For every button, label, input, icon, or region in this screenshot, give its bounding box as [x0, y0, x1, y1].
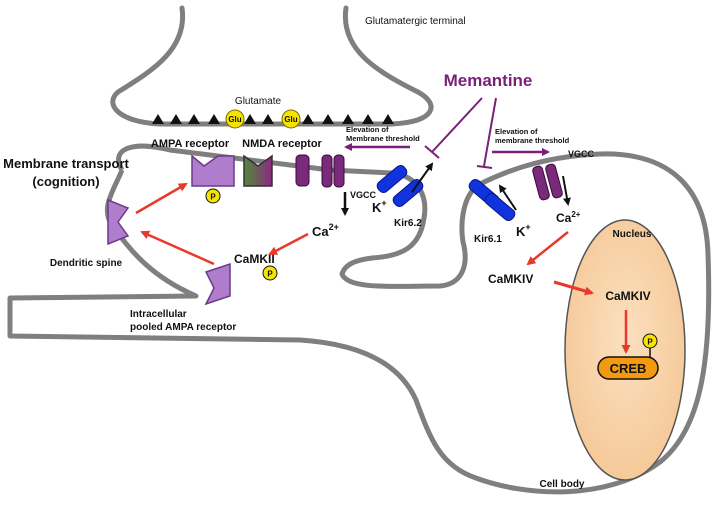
- arrow-ca-to-camkiv: [526, 231, 569, 266]
- vgcc-right-a: [532, 165, 550, 201]
- kir61-b: [484, 193, 516, 221]
- label-creb: CREB: [610, 361, 647, 376]
- memantine-inhibit-left-bar: [424, 145, 440, 159]
- label-elevation-left-1: Elevation of: [346, 125, 389, 134]
- channel-left-1: [295, 154, 310, 187]
- label-cognition: (cognition): [32, 174, 99, 189]
- label-vgcc-left: VGCC: [350, 190, 377, 200]
- label-glutamate: Glutamate: [235, 96, 282, 107]
- postsynaptic-membrane: [7, 143, 712, 495]
- label-dendritic-spine: Dendritic spine: [50, 258, 123, 269]
- label-glutamatergic-terminal: Glutamatergic terminal: [365, 16, 466, 27]
- label-ampa-receptor: AMPA receptor: [151, 138, 230, 150]
- memantine-inhibit-left: [431, 97, 483, 153]
- arrow-pooled-to-transport: [140, 230, 215, 266]
- vgcc-left-b: [333, 154, 345, 188]
- memantine-inhibit-right-bar: [476, 165, 493, 169]
- ampa-receptor-shape: [191, 154, 235, 187]
- glu-label-left: Glu: [228, 115, 241, 124]
- arrow-k-out-left: [411, 162, 434, 193]
- vgcc-right-b: [545, 163, 563, 199]
- label-cell-body: Cell body: [539, 479, 584, 490]
- label-camkiv-nucleus: CaMKIV: [605, 289, 650, 303]
- phospho-label: P: [210, 193, 216, 202]
- phospho-label: P: [267, 270, 273, 279]
- glu-molecule-right: Glu: [281, 109, 301, 129]
- label-ca-left: Ca2+: [312, 222, 339, 239]
- arrow-ca-to-camkii: [268, 232, 309, 256]
- phospho-label: P: [647, 338, 653, 347]
- label-vgcc-right: VGCC: [568, 149, 595, 159]
- label-ca-right: Ca2+: [556, 210, 581, 225]
- camkii-phospho: P: [262, 265, 278, 281]
- creb-phospho: P: [642, 333, 658, 349]
- arrow-to-ampa: [135, 182, 188, 215]
- ampa-transport-left: [107, 198, 130, 246]
- arrow-k-out-right: [498, 184, 517, 211]
- label-membrane-transport: Membrane transport: [3, 156, 129, 171]
- glutamate-triangles: [152, 114, 394, 124]
- ampa-phospho: P: [205, 188, 221, 204]
- label-memantine: Memantine: [444, 71, 533, 90]
- creb-box: [597, 356, 659, 380]
- glu-molecule-left: Glu: [225, 109, 245, 129]
- label-elevation-right-2: membrane threshold: [495, 136, 570, 145]
- label-pooled-ampa: pooled AMPA receptor: [130, 322, 236, 333]
- memantine-inhibit-right: [483, 97, 497, 167]
- presynaptic-terminal: [110, 5, 434, 127]
- label-elevation-left-2: Membrane threshold: [346, 134, 420, 143]
- label-k-right: K+: [516, 222, 531, 239]
- label-kir61: Kir6.1: [474, 234, 502, 245]
- nmda-receptor-shape: [243, 154, 273, 187]
- arrow-vgcc-down-right: [562, 175, 571, 206]
- label-nmda-receptor: NMDA receptor: [242, 138, 322, 150]
- label-camkii: CaMKII: [234, 252, 275, 266]
- label-intracellular: Intracellular: [130, 309, 187, 320]
- label-nucleus: Nucleus: [613, 229, 652, 240]
- label-kir62: Kir6.2: [394, 218, 422, 229]
- vgcc-left-a: [321, 154, 333, 188]
- label-k-left: K+: [372, 198, 387, 215]
- glu-label-right: Glu: [284, 115, 297, 124]
- label-camkiv-cyto: CaMKIV: [488, 272, 533, 286]
- ampa-pooled: [204, 262, 231, 306]
- kir62-a: [376, 165, 408, 193]
- arrow-camkiv-to-nucleus: [553, 280, 594, 296]
- label-elevation-right-1: Elevation of: [495, 127, 538, 136]
